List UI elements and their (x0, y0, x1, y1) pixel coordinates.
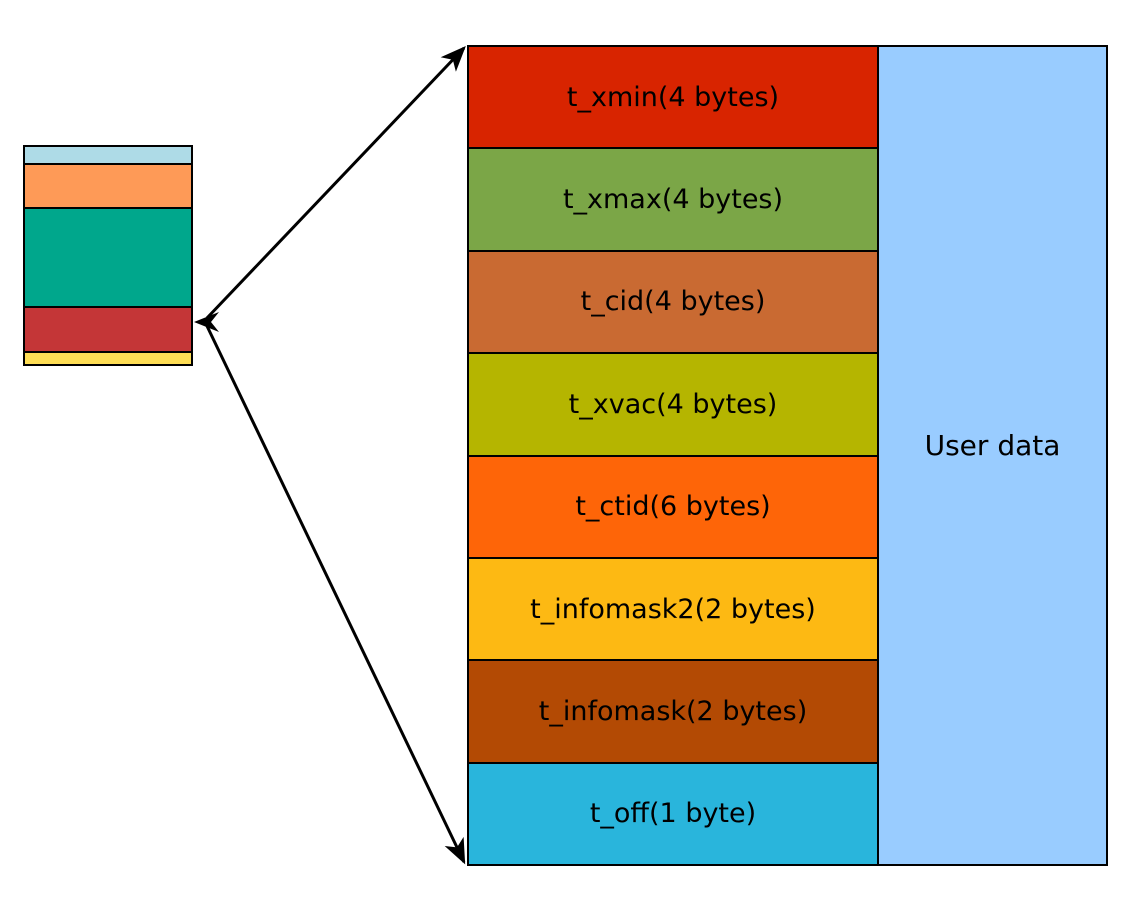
segment-orange (25, 165, 191, 210)
tuple-detail-box: t_xmin(4 bytes) t_xmax(4 bytes) t_cid(4 by… (467, 45, 1108, 866)
zoom-line-top (205, 46, 466, 320)
tuple-field-label: t_xmin(4 bytes) (566, 81, 780, 113)
tuple-field-label: t_infomask(2 bytes) (538, 695, 808, 727)
tuple-field-label: t_infomask2(2 bytes) (530, 593, 816, 625)
tuple-field-label: t_xmax(4 bytes) (562, 184, 784, 216)
tuple-field-row: t_off(1 byte) (469, 763, 877, 864)
segment-lightblue (25, 147, 191, 165)
zoom-line-bottom (205, 325, 466, 865)
user-data-label: User data (924, 429, 1061, 462)
segment-teal (25, 209, 191, 309)
tuple-field-label: t_off(1 byte) (589, 798, 757, 830)
user-data-block: User data (879, 47, 1106, 864)
tuple-field-row: t_xmax(4 bytes) (469, 149, 877, 252)
tuple-field-row: t_xmin(4 bytes) (469, 47, 877, 150)
tuple-field-row: t_xvac(4 bytes) (469, 354, 877, 457)
tuple-field-label: t_ctid(6 bytes) (575, 491, 771, 523)
tuple-field-row: t_infomask2(2 bytes) (469, 558, 877, 662)
tuple-field-row: t_cid(4 bytes) (469, 251, 877, 355)
page-overview-stack (23, 145, 193, 366)
junction-arrowhead-icon (194, 312, 219, 332)
tuple-field-row: t_infomask(2 bytes) (469, 661, 877, 764)
tuple-field-row: t_ctid(6 bytes) (469, 456, 877, 559)
segment-yellow (25, 352, 191, 364)
segment-red (25, 308, 191, 353)
tuple-field-label: t_xvac(4 bytes) (568, 388, 778, 420)
tuple-header-fields: t_xmin(4 bytes) t_xmax(4 bytes) t_cid(4 by… (469, 47, 879, 864)
tuple-field-label: t_cid(4 bytes) (580, 286, 766, 318)
